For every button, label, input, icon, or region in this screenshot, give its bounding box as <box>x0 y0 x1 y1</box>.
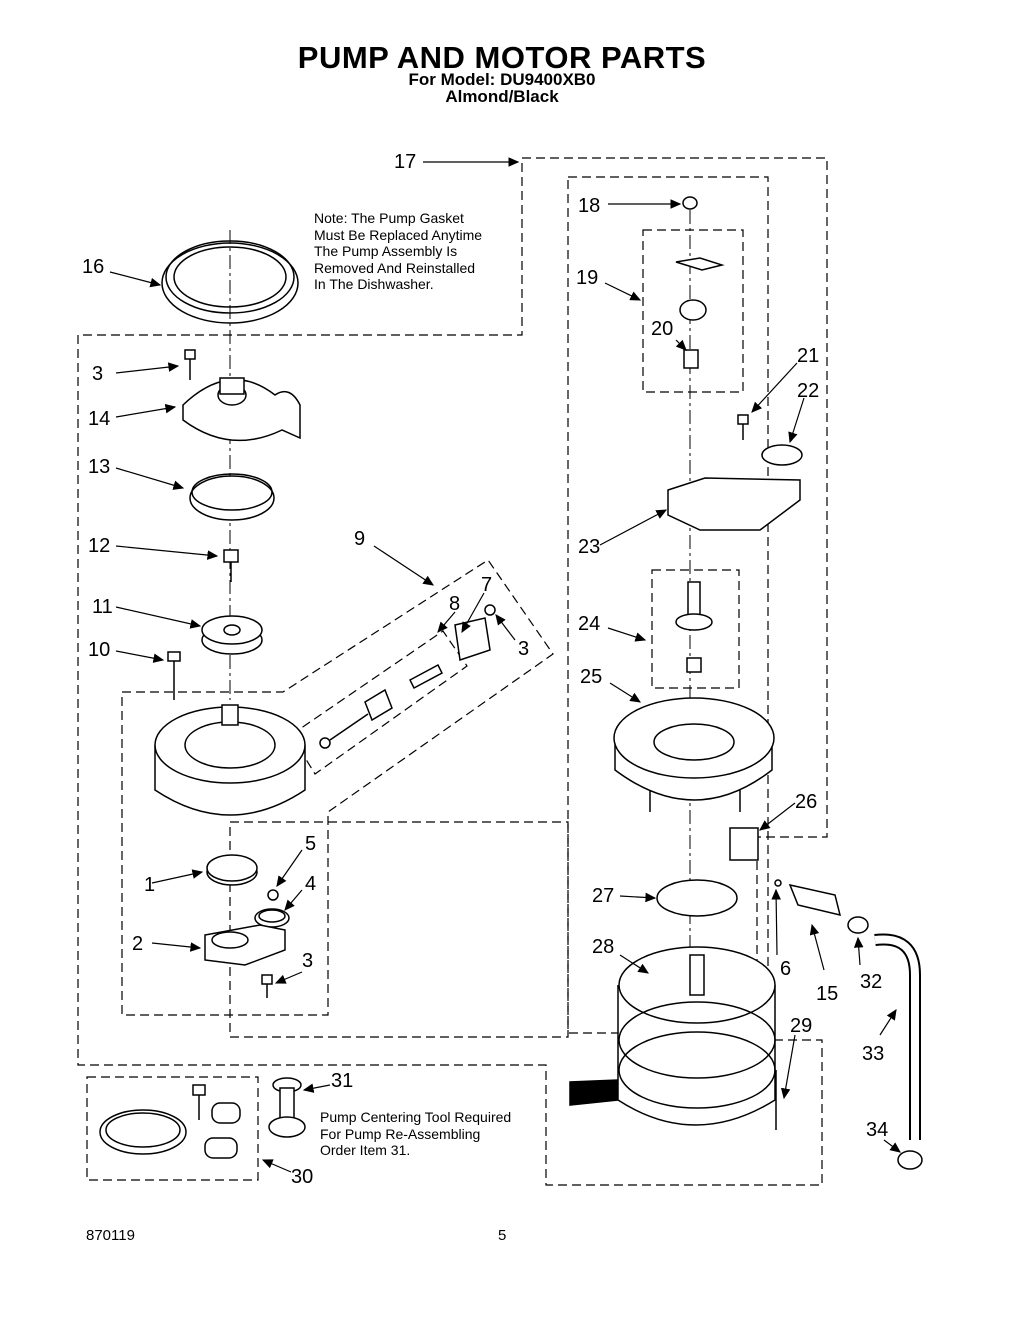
callout-label: 16 <box>82 256 104 278</box>
callout-label: 15 <box>816 983 838 1005</box>
motor-mount-part <box>613 697 775 812</box>
callout-label: 12 <box>88 535 110 557</box>
slinger-disc-part <box>656 879 738 917</box>
color-subtitle: Almond/Black <box>445 87 559 106</box>
document-number: 870119 <box>86 1227 135 1244</box>
callout-labels: 1 2 3 3 3 3 4 5 6 7 8 9 10 11 12 13 14 1… <box>82 151 888 1188</box>
pump-base-part <box>154 704 306 816</box>
nut-part <box>682 196 698 210</box>
motor-part <box>569 946 776 1126</box>
callout-label: 7 <box>481 574 492 596</box>
page-number: 5 <box>498 1227 507 1244</box>
hose-clamp-part <box>847 916 869 934</box>
callout-label: 9 <box>354 528 365 550</box>
screw-part <box>167 651 181 700</box>
ball-part <box>267 889 279 901</box>
callout-label: 31 <box>331 1070 353 1092</box>
callout-label: 30 <box>291 1166 313 1188</box>
gasket-note: Note: The Pump Gasket Must Be Replaced A… <box>314 210 483 292</box>
callout-label: 13 <box>88 456 110 478</box>
callout-label: 17 <box>394 151 416 173</box>
pump-housing-part <box>182 377 301 442</box>
callout-label: 2 <box>132 933 143 955</box>
seal-ring-part <box>189 473 275 521</box>
callout-label: 29 <box>790 1015 812 1037</box>
callout-label: 6 <box>780 958 791 980</box>
clip-part <box>675 257 725 321</box>
gasket-kit-part <box>99 1084 241 1159</box>
bolt-part <box>223 549 239 582</box>
filter-screen-part <box>206 854 258 886</box>
callout-label: 5 <box>305 833 316 855</box>
callout-label: 34 <box>866 1119 888 1141</box>
valve-assembly-part <box>319 604 496 749</box>
callout-label: 22 <box>797 380 819 402</box>
callout-label: 21 <box>797 345 819 367</box>
centering-tool-note: Pump Centering Tool Required For Pump Re… <box>320 1109 512 1158</box>
callout-label: 20 <box>651 318 673 340</box>
callout-label: 14 <box>88 408 110 430</box>
leader-lines <box>109 157 901 1173</box>
callout-label: 19 <box>576 267 598 289</box>
connector-clip-part <box>729 827 759 861</box>
centering-tool-part <box>268 1077 306 1138</box>
callout-label: 26 <box>795 791 817 813</box>
callout-label: 3 <box>92 363 103 385</box>
hose-end-cap-part <box>897 1150 923 1170</box>
screw-part <box>184 349 196 380</box>
callout-label: 8 <box>449 593 460 615</box>
callout-label: 32 <box>860 971 882 993</box>
shaft-seal-part <box>675 581 713 673</box>
fitting-part <box>788 883 842 917</box>
callout-label: 4 <box>305 873 316 895</box>
callout-label: 23 <box>578 536 600 558</box>
callout-label: 28 <box>592 936 614 958</box>
callout-label: 1 <box>144 874 155 896</box>
callout-label: 18 <box>578 195 600 217</box>
model-subtitle: For Model: DU9400XB0 <box>408 70 596 89</box>
seal-part <box>761 444 803 466</box>
callout-label: 27 <box>592 885 614 907</box>
screw-part <box>261 974 273 998</box>
bearing-part <box>683 349 699 369</box>
drain-hose-part <box>874 933 921 1140</box>
callout-label: 25 <box>580 666 602 688</box>
impeller-part <box>201 615 263 655</box>
callout-label: 24 <box>578 613 600 635</box>
screw-part <box>737 414 749 440</box>
callout-label: 33 <box>862 1043 884 1065</box>
callout-label: 3 <box>302 950 313 972</box>
chopper-plate-part <box>204 924 286 966</box>
callout-label: 3 <box>518 638 529 660</box>
callout-label: 11 <box>92 596 113 618</box>
page-title: PUMP AND MOTOR PARTS <box>297 40 707 75</box>
washer-part <box>774 879 782 887</box>
callout-label: 10 <box>88 639 110 661</box>
bracket-plate-part <box>667 477 801 531</box>
